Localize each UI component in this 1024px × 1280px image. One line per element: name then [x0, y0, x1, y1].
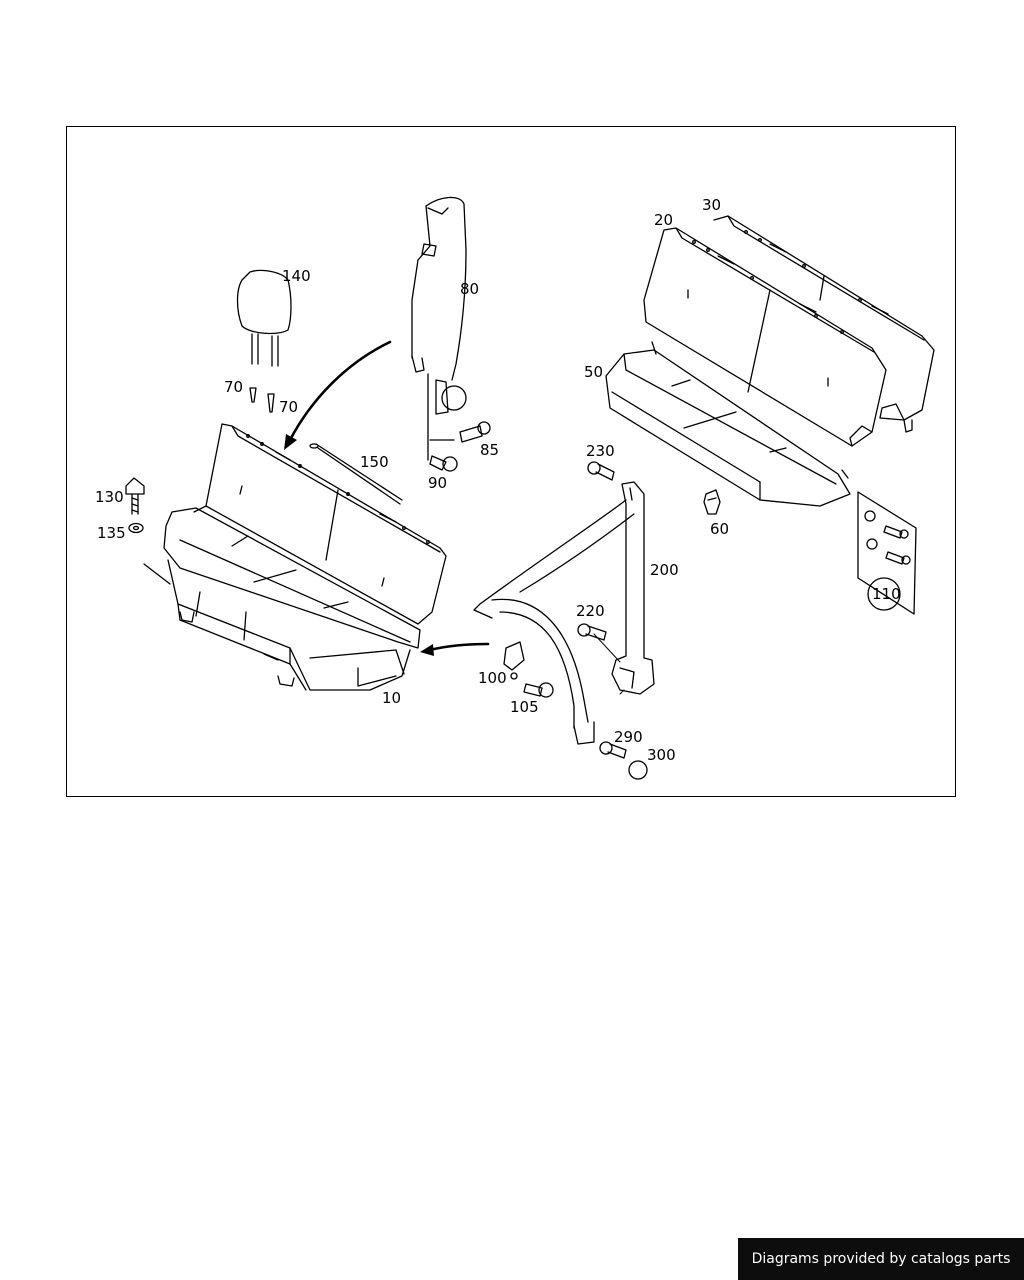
bolt-90 [429, 455, 458, 472]
part-labels: 140 70 70 80 85 90 150 130 135 10 20 30 … [95, 196, 901, 764]
part-label-50: 50 [584, 363, 603, 381]
seat-belt-200 [473, 481, 655, 745]
bolt-220 [577, 623, 607, 641]
cap-300 [628, 760, 648, 780]
part-label-300: 300 [647, 746, 676, 764]
backrest-20 [643, 227, 887, 447]
part-label-80: 80 [460, 280, 479, 298]
part-label-60: 60 [710, 520, 729, 538]
part-label-20: 20 [654, 211, 673, 229]
seat-frame-50 [605, 341, 851, 507]
part-label-200: 200 [650, 561, 679, 579]
bolt-105 [523, 682, 554, 698]
part-label-150: 150 [360, 453, 389, 471]
washer-135 [128, 522, 171, 585]
part-label-140: 140 [282, 267, 311, 285]
head-restraint-140 [236, 269, 292, 413]
part-label-100: 100 [478, 669, 507, 687]
part-label-70b: 70 [279, 398, 298, 416]
bolt-130 [125, 477, 145, 515]
bolt-85 [459, 421, 491, 443]
bench-seat-10 [163, 423, 447, 691]
part-label-70a: 70 [224, 378, 243, 396]
rod-150 [309, 443, 403, 505]
part-label-30: 30 [702, 196, 721, 214]
footer-credit: Diagrams provided by catalogs parts [738, 1238, 1024, 1280]
part-label-105: 105 [510, 698, 539, 716]
part-label-135: 135 [97, 524, 126, 542]
part-label-90: 90 [428, 474, 447, 492]
part-label-290: 290 [614, 728, 643, 746]
part-label-130: 130 [95, 488, 124, 506]
hardware-kit-110 [857, 491, 917, 615]
part-label-230: 230 [586, 442, 615, 460]
seat-belt-retractor-80 [411, 196, 467, 461]
bolt-230 [587, 461, 615, 481]
cover-100 [503, 641, 525, 680]
leader-lines [593, 633, 625, 695]
backrest-30 [713, 215, 935, 433]
part-label-85: 85 [480, 441, 499, 459]
part-label-220: 220 [576, 602, 605, 620]
clip-60 [703, 489, 721, 515]
assembly-arrows [284, 340, 490, 656]
bolt-290 [599, 741, 627, 759]
part-label-10: 10 [382, 689, 401, 707]
part-label-110: 110 [872, 585, 901, 603]
